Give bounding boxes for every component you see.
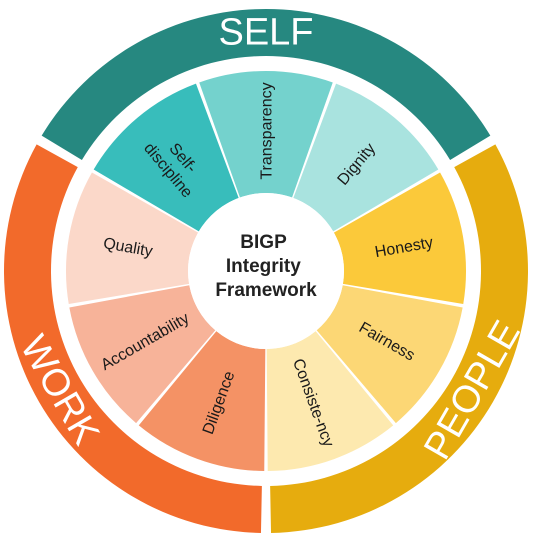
- value-wedge-selfdiscipline: [93, 83, 239, 232]
- value-wedge-honesty: [333, 172, 466, 305]
- framework-title: BIGP Integrity Framework: [215, 232, 317, 301]
- value-wedge-fairness: [316, 285, 463, 424]
- value-wedge-dignity: [293, 83, 439, 232]
- ring-segment-self: [41, 9, 491, 160]
- framework-title-line: Framework: [215, 280, 317, 301]
- outer-ring: [3, 9, 528, 533]
- value-wedge-transparency: [199, 70, 333, 198]
- value-wedge-quality: [66, 172, 199, 305]
- ring-segment-people: [270, 144, 528, 533]
- ring-segment-work: [3, 144, 262, 533]
- inner-ring: [66, 70, 466, 471]
- value-label-transparency: Transparency: [259, 82, 276, 179]
- group-label-self: SELF: [218, 12, 313, 54]
- framework-title-line: BIGP: [240, 232, 287, 253]
- value-wedge-diligence: [138, 331, 266, 471]
- value-label-line: Transparency: [259, 82, 276, 179]
- value-wedge-accountability: [69, 285, 216, 424]
- framework-title-line: Integrity: [226, 256, 301, 277]
- center-circle: [188, 193, 344, 349]
- value-wedge-consistency: [266, 331, 394, 471]
